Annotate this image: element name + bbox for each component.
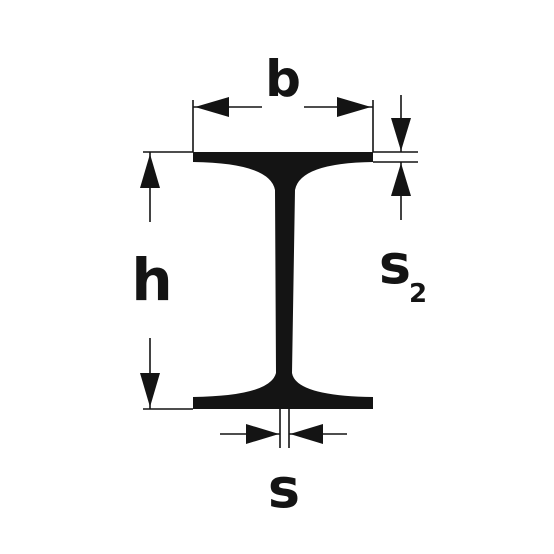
width-arrow-left: [195, 97, 229, 117]
flange-thickness-dimension: s 2: [373, 95, 427, 309]
width-arrow-right: [337, 97, 371, 117]
flange-arrow-bottom: [391, 163, 411, 196]
flange-thickness-label: s: [379, 233, 411, 296]
height-arrow-top: [140, 154, 160, 188]
i-beam-profile: [193, 152, 373, 409]
width-label: b: [265, 50, 301, 108]
web-thickness-label: s: [268, 457, 300, 520]
web-thickness-dimension: s: [220, 409, 347, 520]
height-dimension: h: [131, 151, 193, 410]
height-label: h: [131, 246, 172, 314]
height-arrow-bottom: [140, 373, 160, 407]
web-arrow-left: [246, 424, 279, 444]
flange-thickness-subscript: 2: [409, 279, 427, 309]
web-arrow-right: [290, 424, 323, 444]
width-dimension: b: [192, 50, 374, 152]
flange-arrow-top: [391, 118, 411, 151]
